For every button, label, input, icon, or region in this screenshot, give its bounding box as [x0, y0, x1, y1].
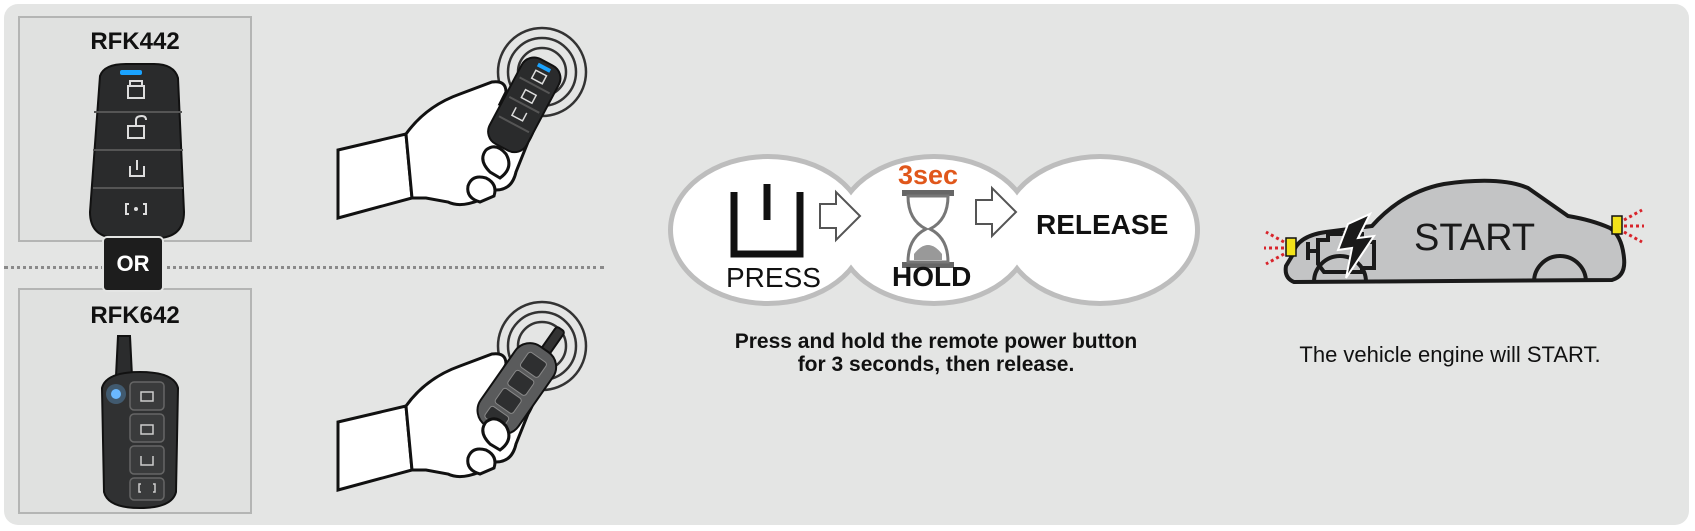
- hourglass-icon: [902, 190, 954, 268]
- press-label: PRESS: [726, 262, 821, 293]
- vehicle-icon: START: [1264, 178, 1644, 285]
- hold-label: HOLD: [892, 261, 971, 292]
- remote-box-rfk442: RFK442: [18, 16, 252, 242]
- or-badge: OR: [104, 238, 162, 290]
- hand-pressing-rfk442-icon: [336, 26, 588, 220]
- arrow-right-icon: [975, 185, 1018, 239]
- rfk642-remote-icon: [100, 335, 180, 510]
- arrow-right-icon: [819, 189, 862, 243]
- instruction-line-1: Press and hold the remote power button: [734, 330, 1138, 353]
- hand-pressing-rfk642-icon: [336, 300, 588, 492]
- instruction-line-2: for 3 seconds, then release.: [797, 353, 1075, 376]
- start-label: START: [1414, 217, 1535, 259]
- remote-title-rfk442: RFK442: [90, 28, 180, 55]
- press-hold-release-diagram: PRESS 3sec HOLD RELEASE: [668, 154, 1200, 306]
- remote-box-rfk642: RFK642: [18, 288, 252, 514]
- rfk442-remote-icon: [88, 63, 186, 239]
- instruction-caption: Press and hold the remote power button f…: [660, 330, 1212, 376]
- remote-title-rfk642: RFK642: [90, 302, 180, 329]
- duration-label: 3sec: [898, 160, 958, 190]
- engine-icon: [1306, 211, 1377, 279]
- or-divider-line: [4, 266, 604, 269]
- release-label: RELEASE: [1036, 209, 1168, 240]
- power-button-icon: [730, 184, 804, 258]
- vehicle-caption: The vehicle engine will START.: [1299, 342, 1601, 367]
